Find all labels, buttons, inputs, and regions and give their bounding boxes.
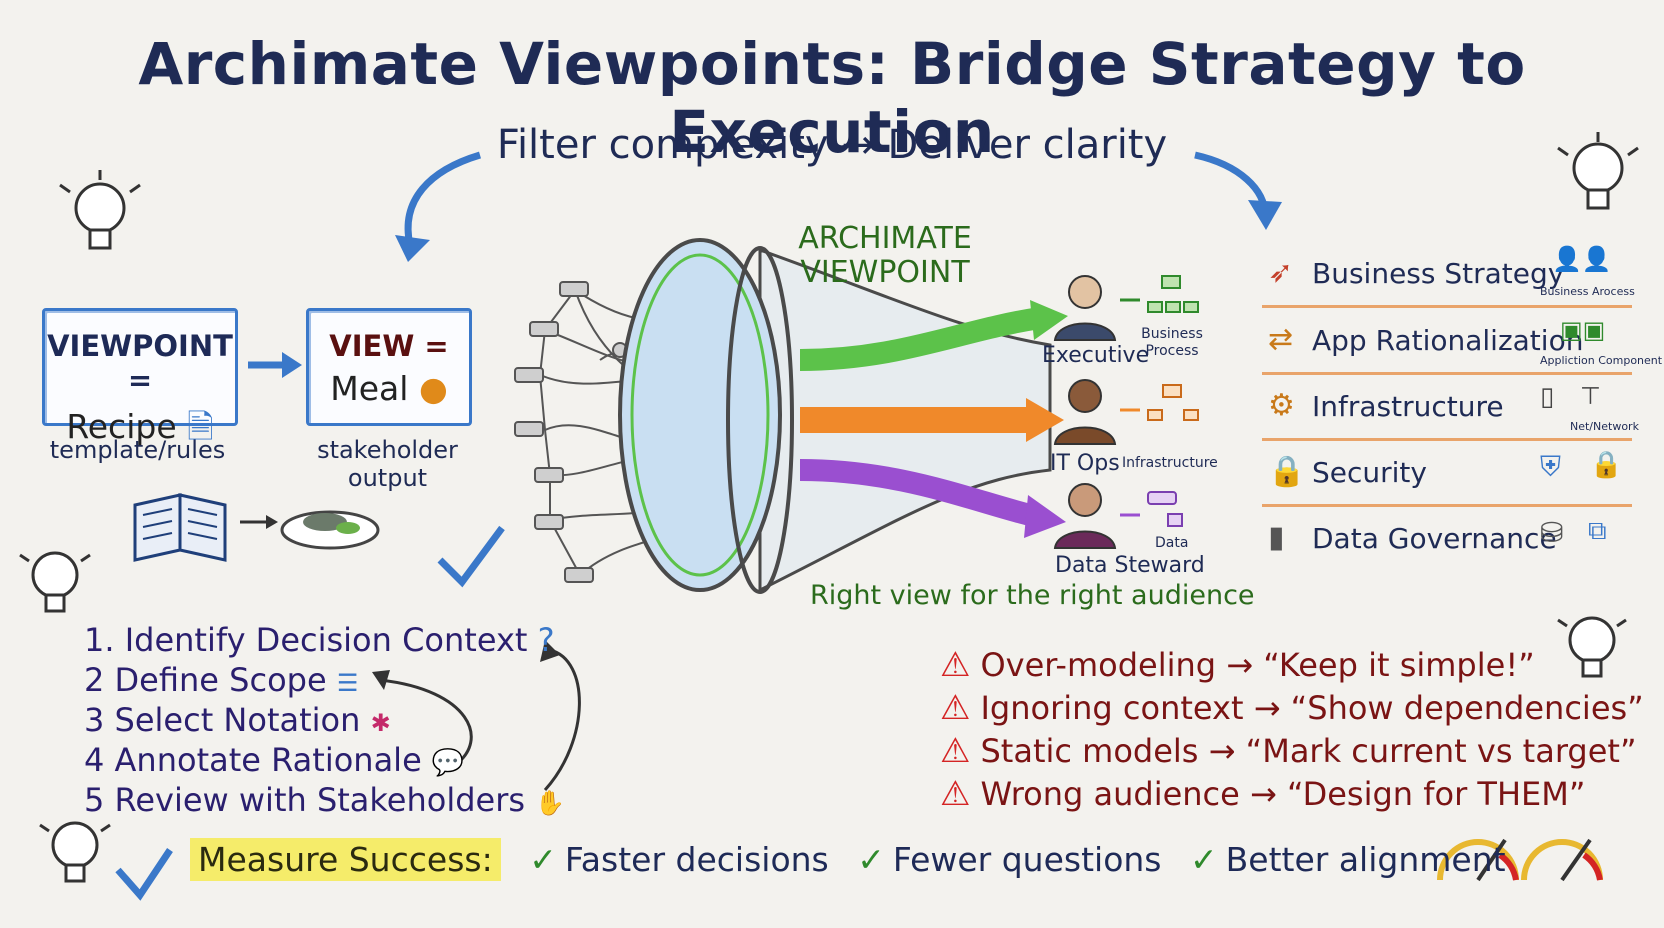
- flow-data-steward: [799, 459, 1033, 526]
- document-icon: 🗎: [187, 407, 214, 446]
- viewpoint-caption: template/rules: [49, 436, 226, 464]
- rocket-icon: ➶: [1268, 255, 1294, 290]
- person-itops-icon: [1053, 379, 1117, 445]
- business-process-icon: [1147, 275, 1199, 313]
- checkmark-bottom: [115, 848, 173, 901]
- person-executive-icon: [1053, 275, 1117, 341]
- check-icon: ✓: [857, 840, 885, 879]
- funnel-label: ARCHIMATE VIEWPOINT: [798, 221, 972, 290]
- pitfall-item: ⚠Ignoring context → “Show dependencies”: [940, 688, 1644, 728]
- warning-icon: ⚠: [940, 774, 971, 814]
- gauge-icon-2: [1521, 838, 1603, 882]
- left-arrow-head: [395, 235, 430, 262]
- component-icon: ▣▣: [1560, 316, 1606, 344]
- view-caption: stakeholder output: [317, 436, 458, 492]
- step-cycle-arrow: [379, 678, 473, 767]
- step-item: 5 Review with Stakeholders ✋: [84, 781, 566, 819]
- server-icon: ▯: [1540, 382, 1555, 412]
- pitfall-item: ⚠Static models → “Mark current vs target…: [940, 731, 1637, 771]
- fruit-icon: ●: [418, 369, 448, 408]
- category-app-rationalization: ⇄ App Rationalization ▣▣ Appliction Comp…: [1262, 312, 1662, 375]
- question-icon: ?: [537, 621, 555, 659]
- speech-bubble-icon: 💬: [431, 748, 465, 778]
- gear-icon: ⚙: [1268, 388, 1295, 423]
- audience-datasteward-label: Data Steward: [1055, 553, 1205, 578]
- measure-success-row: Measure Success: ✓Faster decisions ✓Fewe…: [190, 838, 1506, 890]
- pitfalls-list: ⚠Over-modeling → “Keep it simple!” ⚠Igno…: [940, 644, 1644, 816]
- list-icon: ☰: [336, 669, 359, 697]
- lightbulb-icon-bottom-left: [39, 821, 111, 883]
- palette-icon: ✱: [370, 709, 391, 737]
- category-security: 🔒 Security ⛨ 🔒: [1262, 444, 1632, 507]
- measure-success-label: Measure Success:: [190, 838, 501, 881]
- pitfall-item: ⚠Wrong audience → “Design for THEM”: [940, 774, 1586, 814]
- handshake-icon: ✋: [535, 789, 566, 817]
- data-flow-icon: ⧉: [1588, 516, 1607, 546]
- open-book-icon: [133, 493, 227, 562]
- shield-icon: ⛨: [1540, 450, 1562, 483]
- category-infrastructure: ⚙ Infrastructure ▯ ⊤ Net/Network: [1262, 378, 1639, 441]
- steps-list: 1. Identify Decision Context ? 2 Define …: [84, 620, 565, 820]
- gauge-icon-1: [1437, 838, 1519, 882]
- warning-icon: ⚠: [940, 688, 971, 728]
- warning-icon: ⚠: [940, 731, 971, 771]
- page-title: Archimate Viewpoints: Bridge Strategy to…: [138, 30, 1526, 166]
- category-business-strategy: ➶ Business Strategy 👤👤 Business Arocess: [1262, 245, 1635, 308]
- arrows-icon: ⇄: [1268, 322, 1294, 357]
- audience-executive-label: Executive: [1042, 343, 1150, 368]
- padlock-icon: 🔒: [1590, 450, 1623, 480]
- document-icon: ▮: [1268, 520, 1285, 555]
- view-meal-card: VIEW = Meal ●: [306, 308, 472, 426]
- viewpoint-recipe-card: VIEWPOINT = Recipe 🗎: [42, 308, 238, 446]
- view-label: VIEW =: [329, 329, 449, 363]
- infrastructure-icon: [1147, 384, 1199, 421]
- step-item: 1. Identify Decision Context ?: [84, 621, 555, 659]
- plate-icon: [280, 510, 380, 550]
- right-arrow-head: [1248, 200, 1282, 230]
- measure-item: Fewer questions: [892, 840, 1162, 879]
- step-item: 3 Select Notation ✱: [84, 701, 391, 739]
- artifact-data-label: Data: [1155, 535, 1189, 551]
- measure-item: Faster decisions: [564, 840, 829, 879]
- lightbulb-icon-mid-right: [1557, 616, 1627, 678]
- left-curved-arrow: [404, 151, 482, 246]
- subtitle: Filter complexity → Deliver clarity: [496, 122, 1168, 168]
- lock-icon: 🔒: [1268, 454, 1306, 489]
- checkmark-center: [437, 525, 505, 588]
- network-tag: Net/Network: [1570, 420, 1639, 433]
- database-icon: ⛁: [1540, 516, 1564, 549]
- network-icon: ⊤: [1580, 382, 1601, 410]
- recipe-label: Recipe 🗎: [66, 407, 214, 446]
- measure-item: Better alignment: [1225, 840, 1506, 879]
- funnel-tagline: Right view for the right audience: [810, 580, 1255, 611]
- pitfall-item: ⚠Over-modeling → “Keep it simple!”: [940, 645, 1535, 685]
- warning-icon: ⚠: [940, 645, 971, 685]
- artifact-infrastructure-label: Infrastructure: [1122, 455, 1218, 471]
- lightbulb-icon-mid-left: [19, 551, 91, 613]
- audience-itops-label: IT Ops: [1050, 451, 1120, 476]
- data-icon: [1147, 491, 1183, 527]
- check-icon: ✓: [1190, 840, 1218, 879]
- people-icon: 👤👤: [1552, 245, 1612, 273]
- review-loop-arrow: [543, 648, 581, 792]
- check-icon: ✓: [529, 840, 557, 879]
- lightbulb-icon-top-left: [59, 170, 141, 250]
- meal-label: Meal ●: [330, 369, 448, 408]
- step-item: 4 Annotate Rationale 💬: [84, 741, 465, 779]
- business-process-tag: Business Arocess: [1540, 285, 1635, 298]
- artifact-business-process-label: Business Process: [1141, 326, 1203, 359]
- viewpoint-label: VIEWPOINT =: [47, 329, 233, 397]
- category-data-governance: ▮ Data Governance ⛁ ⧉: [1268, 516, 1607, 555]
- application-component-tag: Appliction Component: [1540, 354, 1663, 367]
- flow-executive: [799, 307, 1042, 371]
- lightbulb-icon-top-right: [1557, 132, 1639, 210]
- step-item: 2 Define Scope ☰: [84, 661, 359, 699]
- person-datasteward-icon: [1053, 483, 1117, 549]
